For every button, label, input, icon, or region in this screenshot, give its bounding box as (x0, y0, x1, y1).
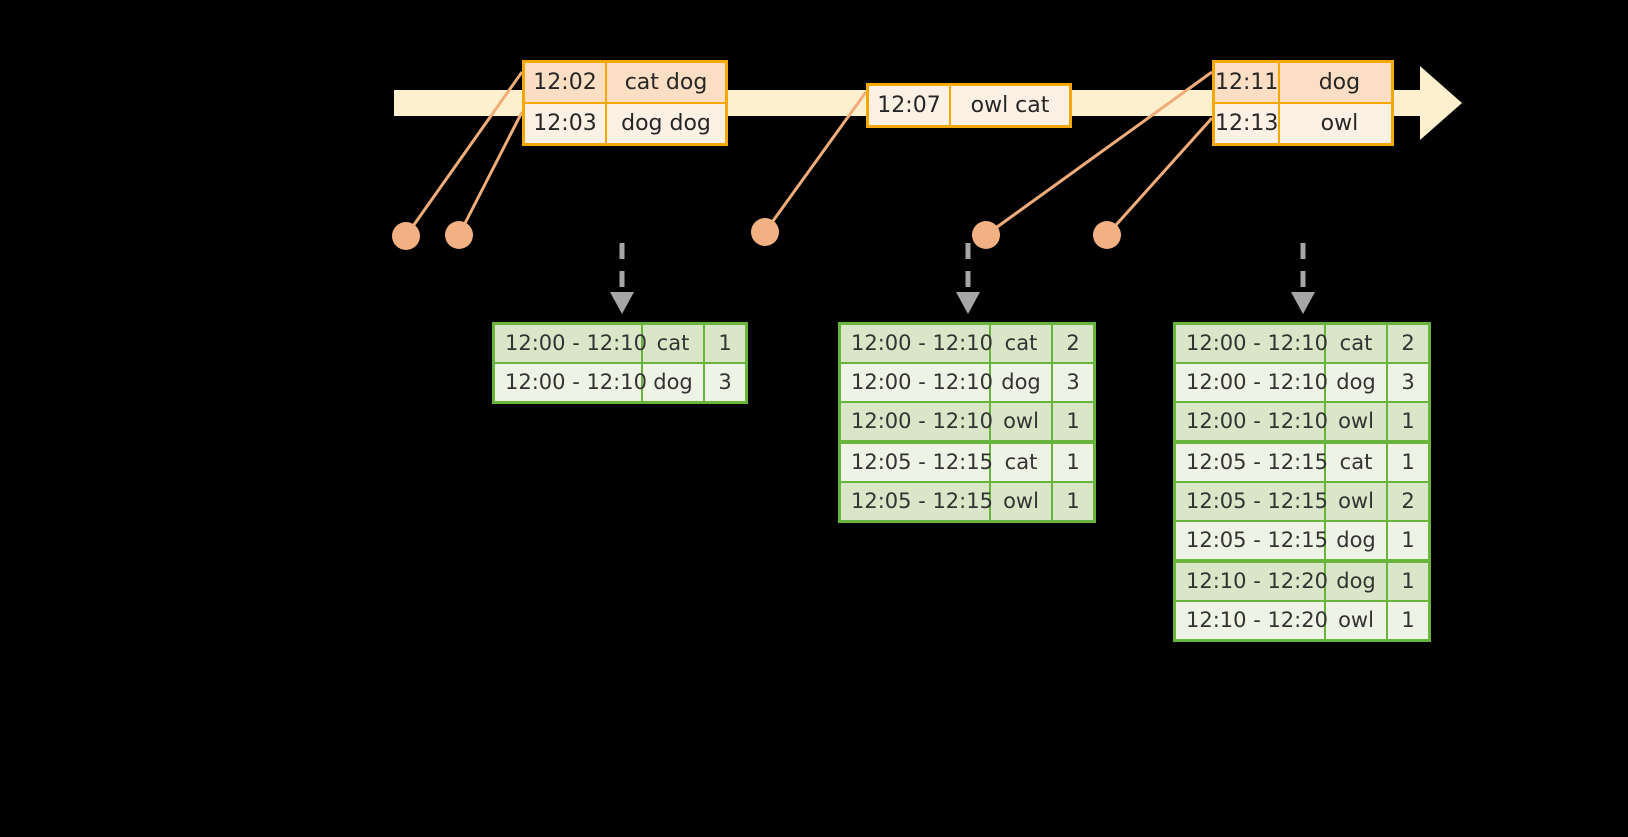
cell-window: 12:05 - 12:15 (1176, 444, 1328, 481)
cell-count: 3 (1401, 370, 1415, 394)
event-words: owl (1320, 111, 1359, 136)
cell-word: dog (1326, 522, 1388, 559)
event-words: cat dog (624, 70, 708, 95)
cell-count: 1 (718, 331, 732, 355)
event-time: 12:11 (1215, 63, 1281, 102)
cell-word: dog (1326, 364, 1388, 401)
cell-word: cat (991, 444, 1053, 481)
cell-word: cat (643, 325, 705, 362)
cell-count: 1 (1066, 489, 1080, 513)
cell-count: 2 (1401, 489, 1415, 513)
dashed-arrow-1 (610, 243, 634, 314)
cell-word: owl (991, 483, 1053, 520)
cell-count: 1 (1401, 608, 1415, 632)
cell-word: owl (1326, 602, 1388, 639)
event-row[interactable]: 12:07 owl cat (869, 86, 1069, 125)
cell-word: dog (1326, 563, 1388, 600)
connector-dot-5 (1093, 221, 1121, 249)
connector-line-1 (404, 71, 524, 237)
cell-count: 1 (1401, 409, 1415, 433)
event-row[interactable]: 12:13 owl (1215, 102, 1391, 143)
cell-word: owl (1326, 403, 1388, 440)
cell-window: 12:00 - 12:10 (495, 364, 647, 401)
cell-window: 12:00 - 12:10 (1176, 403, 1328, 440)
cell-window: 12:05 - 12:15 (841, 444, 993, 481)
cell-window: 12:05 - 12:15 (841, 483, 993, 520)
cell-count: 2 (1066, 331, 1080, 355)
event-group-2: 12:07 owl cat (866, 83, 1072, 128)
connector-line-5 (1105, 116, 1214, 237)
event-time: 12:07 (869, 86, 951, 125)
cell-word: cat (1326, 325, 1388, 362)
cell-word: cat (991, 325, 1053, 362)
cell-window: 12:10 - 12:20 (1176, 602, 1328, 639)
event-words: dog dog (621, 111, 711, 136)
cell-window: 12:00 - 12:10 (841, 364, 993, 401)
cell-count: 1 (1401, 450, 1415, 474)
cell-window: 12:00 - 12:10 (841, 325, 993, 362)
event-row[interactable]: 12:11 dog (1215, 63, 1391, 102)
dashed-arrow-2 (956, 243, 980, 314)
cell-window: 12:10 - 12:20 (1176, 563, 1328, 600)
cell-count: 2 (1401, 331, 1415, 355)
cell-window: 12:05 - 12:15 (1176, 483, 1328, 520)
cell-window: 12:00 - 12:10 (1176, 325, 1328, 362)
event-row[interactable]: 12:03 dog dog (525, 102, 725, 143)
cell-count: 3 (1066, 370, 1080, 394)
event-words: dog (1318, 70, 1361, 95)
cell-count: 3 (718, 370, 732, 394)
connector-dot-3 (751, 218, 779, 246)
cell-word: owl (1326, 483, 1388, 520)
cell-word: dog (643, 364, 705, 401)
event-group-3: 12:11 dog 12:13 owl (1212, 60, 1394, 146)
connector-line-3 (763, 91, 868, 233)
cell-window: 12:00 - 12:10 (841, 403, 993, 440)
connector-dot-4 (972, 221, 1000, 249)
cell-window: 12:05 - 12:15 (1176, 522, 1328, 559)
connector-dot-1 (392, 222, 420, 250)
cell-count: 1 (1401, 528, 1415, 552)
cell-count: 1 (1066, 450, 1080, 474)
cell-window: 12:00 - 12:10 (495, 325, 647, 362)
cell-word: owl (991, 403, 1053, 440)
event-group-1: 12:02 cat dog 12:03 dog dog (522, 60, 728, 146)
event-time: 12:13 (1215, 104, 1281, 143)
cell-word: cat (1326, 444, 1388, 481)
event-row[interactable]: 12:02 cat dog (525, 63, 725, 102)
event-time: 12:02 (525, 63, 607, 102)
event-time: 12:03 (525, 104, 607, 143)
dashed-arrows (610, 243, 1315, 314)
cell-count: 1 (1401, 569, 1415, 593)
connector-dot-2 (445, 221, 473, 249)
event-words: owl cat (970, 93, 1050, 118)
cell-word: dog (991, 364, 1053, 401)
cell-count: 1 (1066, 409, 1080, 433)
connector-line-2 (457, 111, 524, 236)
connector-dots (392, 218, 1121, 250)
dashed-arrow-3 (1291, 243, 1315, 314)
cell-window: 12:00 - 12:10 (1176, 364, 1328, 401)
